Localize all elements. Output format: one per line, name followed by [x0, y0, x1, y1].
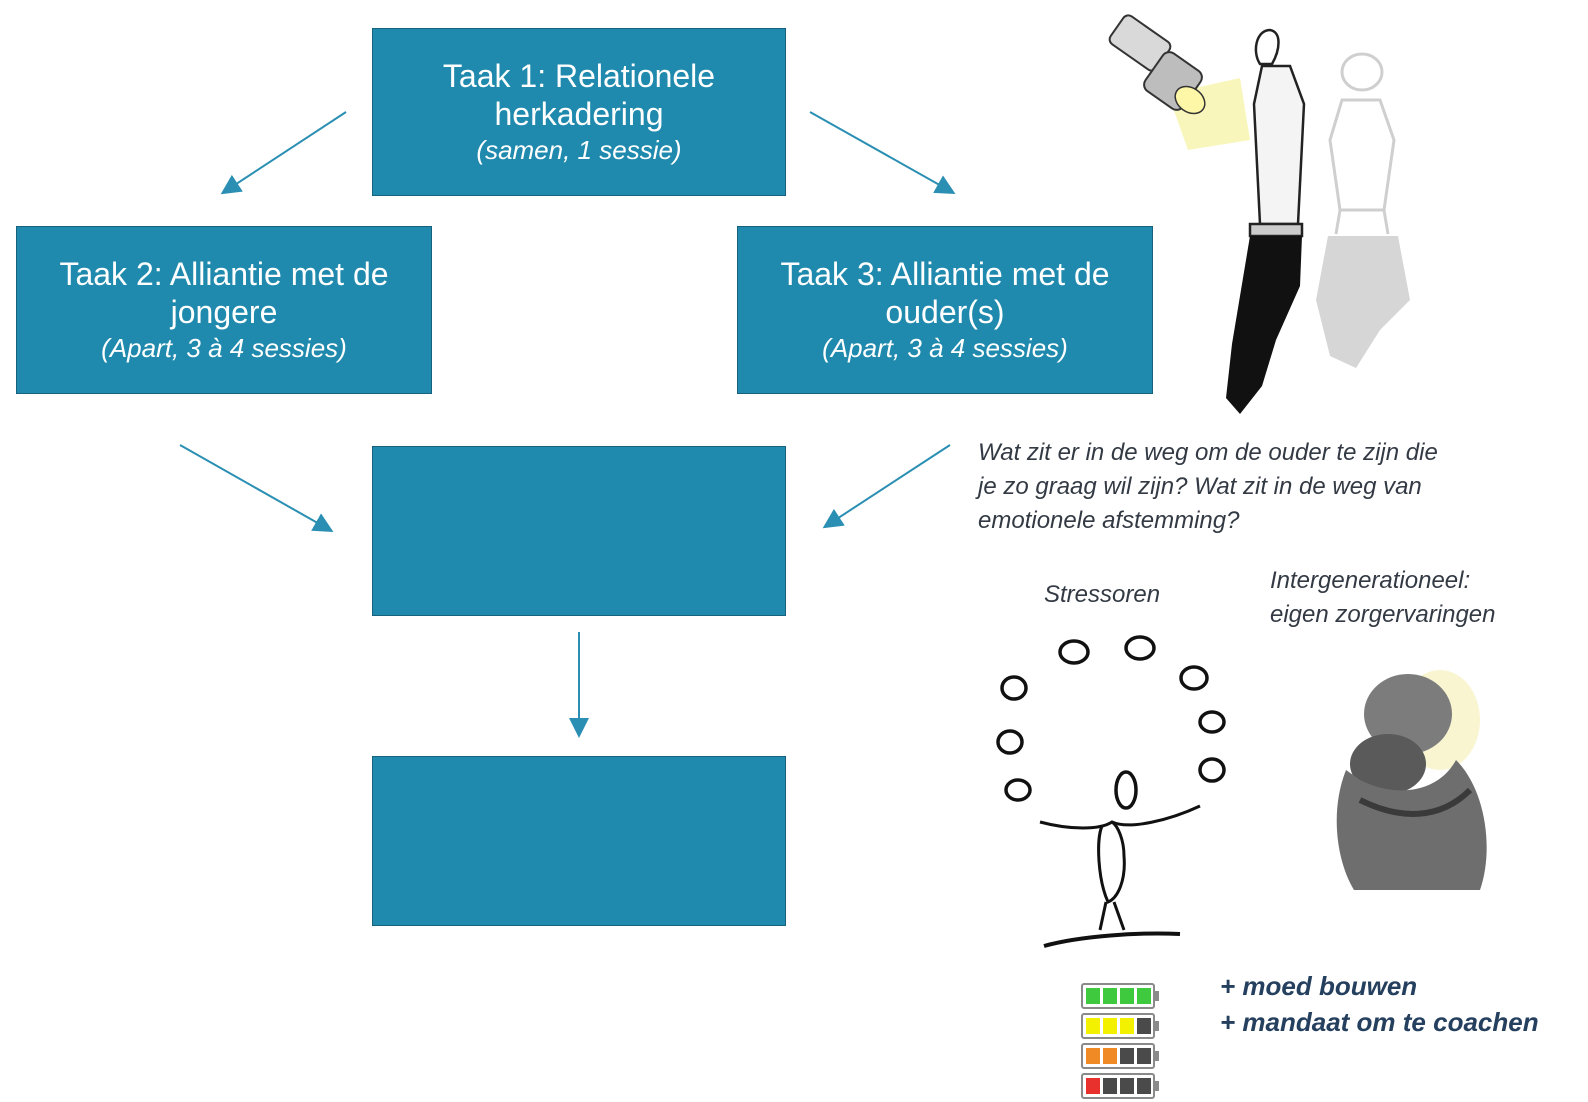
battery-3-cell-4: [1137, 1048, 1151, 1064]
battery-4-cell-2: [1103, 1078, 1117, 1094]
empty-box-center: [372, 446, 786, 616]
task2-subtitle: (Apart, 3 à 4 sessies): [101, 333, 347, 363]
ghost-shadow: [1316, 236, 1410, 368]
hug-head-back: [1364, 674, 1452, 754]
battery-2-cell-1: [1086, 1018, 1100, 1034]
task2-box: Taak 2: Alliantie met de jongere (Apart,…: [16, 226, 432, 394]
arrow-task2-to-center: [179, 444, 334, 532]
intergen-label-line2: eigen zorgervaringen: [1270, 601, 1496, 628]
battery-3-tip: [1154, 1051, 1159, 1061]
battery-3-cell-3: [1120, 1048, 1134, 1064]
battery-2-tip: [1154, 1021, 1159, 1031]
battery-1-cell-2: [1103, 988, 1117, 1004]
arrow-task3-to-center: [822, 444, 951, 529]
task2-title: Taak 2: Alliantie met de jongere: [59, 256, 389, 330]
hug-arm: [1358, 787, 1473, 817]
main-shadow: [1226, 236, 1302, 414]
battery-1-cell-4: [1137, 988, 1151, 1004]
boost-courage: + moed bouwen: [1220, 971, 1418, 1001]
battery-1-cell-1: [1086, 988, 1100, 1004]
hug-head-front: [1350, 734, 1426, 794]
battery-4-cell-3: [1120, 1078, 1134, 1094]
empty-box-bottom: [372, 756, 786, 926]
intergen-label-line1: Intergenerationeel:: [1270, 567, 1471, 594]
stressors-label: Stressoren: [1044, 581, 1161, 608]
juggling-balls: [996, 635, 1226, 810]
question-text: Wat zit er in de weg om de ouder te zijn…: [978, 439, 1438, 534]
task3-title: Taak 3: Alliantie met de ouder(s): [780, 256, 1110, 330]
battery-1-tip: [1154, 991, 1159, 1001]
battery-4-cell-1: [1086, 1078, 1100, 1094]
arrow-task1-to-task3: [809, 111, 956, 194]
arrow-task1-to-task2: [220, 111, 347, 195]
main-figure: [1248, 28, 1306, 238]
flashlight-icon: [1108, 14, 1206, 115]
ghost-figure: [1328, 52, 1396, 235]
battery-3-cell-2: [1103, 1048, 1117, 1064]
battery-3-cell-1: [1086, 1048, 1100, 1064]
battery-1-cell-3: [1120, 988, 1134, 1004]
hug-bodies: [1336, 760, 1487, 890]
battery-2-cell-3: [1120, 1018, 1134, 1034]
battery-4-cell-4: [1137, 1078, 1151, 1094]
task3-subtitle: (Apart, 3 à 4 sessies): [822, 333, 1068, 363]
task1-title: Taak 1: Relationele herkadering: [442, 58, 716, 132]
task1-box: Taak 1: Relationele herkadering (samen, …: [372, 28, 786, 196]
task3-box: Taak 3: Alliantie met de ouder(s) (Apart…: [737, 226, 1153, 394]
boost-mandate: + mandaat om te coachen: [1220, 1007, 1539, 1037]
task1-subtitle: (samen, 1 sessie): [476, 135, 682, 165]
juggler-figure: [1039, 804, 1201, 948]
battery-4-tip: [1154, 1081, 1159, 1091]
battery-2-cell-2: [1103, 1018, 1117, 1034]
battery-2-cell-4: [1137, 1018, 1151, 1034]
battery-group: [1081, 983, 1159, 1099]
